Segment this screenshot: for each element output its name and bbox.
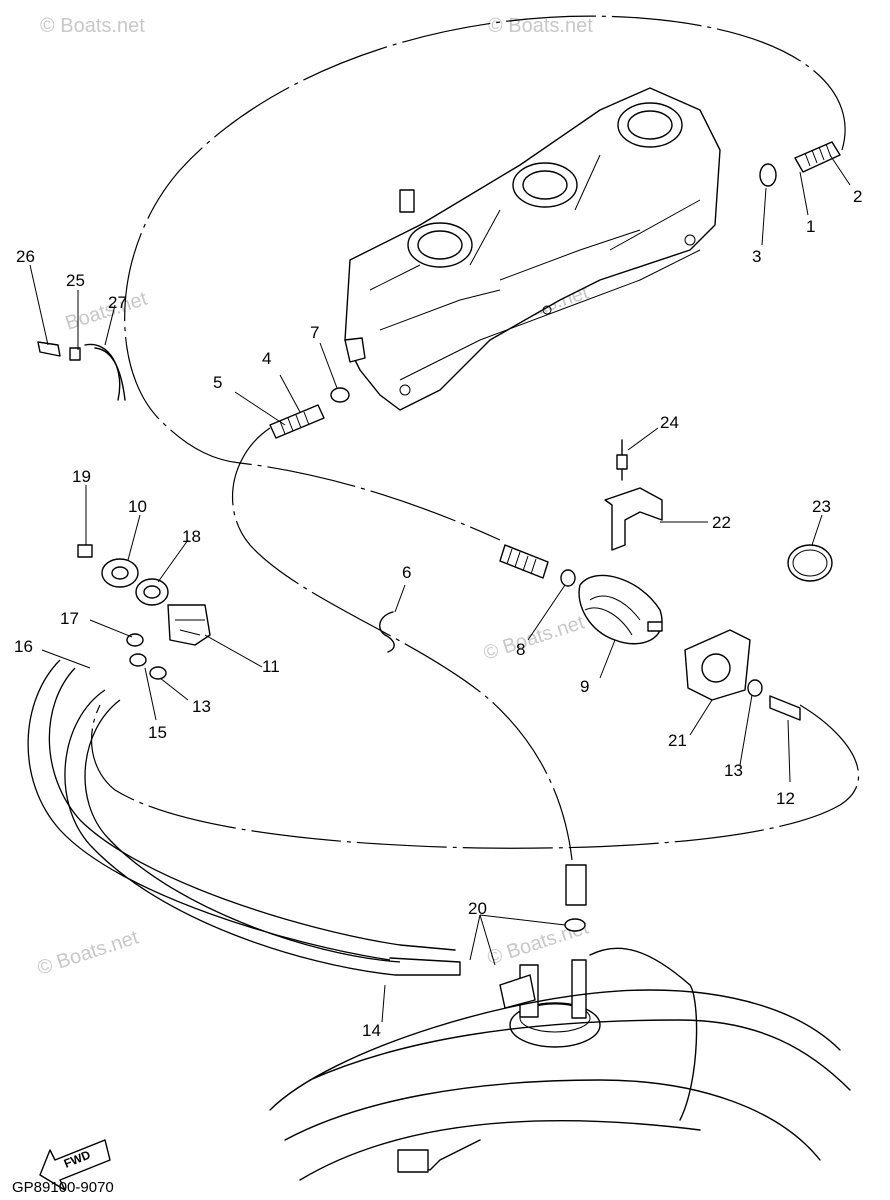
callout-26: 26: [16, 247, 35, 266]
fuel-tank: [269, 864, 851, 1181]
return-hose-loop: [90, 704, 860, 849]
callout-8: 8: [516, 640, 525, 659]
hose-14-inner: [84, 699, 401, 963]
hose-ends: [389, 944, 461, 976]
callout-7: 7: [310, 323, 319, 342]
long-hose-loop: [124, 15, 846, 541]
watermark: Boats.net: [63, 288, 151, 335]
watermark: © Boats.net: [40, 15, 145, 37]
callout-leaders: [29, 154, 851, 1023]
watermark: © Boats.net: [35, 926, 142, 979]
clamp-23: [787, 544, 833, 582]
callout-5: 5: [213, 373, 222, 392]
hose-fitting-4-5: [269, 387, 350, 439]
callout-17: 17: [60, 609, 79, 628]
callout-20: 20: [468, 899, 487, 918]
clip-6: [379, 611, 395, 653]
callout-6: 6: [402, 563, 411, 582]
callout-13-left: 13: [192, 697, 211, 716]
hose-14-outer: [64, 689, 396, 976]
callout-19: 19: [72, 467, 91, 486]
watermark: © Boats.net: [481, 611, 588, 664]
callout-11: 11: [262, 657, 280, 676]
bracket-22: [604, 439, 663, 551]
clip-25-26-27: [37, 341, 126, 401]
center-hose: [231, 427, 573, 861]
callout-21: 21: [668, 731, 687, 750]
callout-15: 15: [148, 723, 167, 742]
hose-16-outer: [27, 659, 391, 961]
callout-10: 10: [128, 497, 147, 516]
callout-18: 18: [182, 527, 201, 546]
watermarks: © Boats.net © Boats.net Boats.net © Boat…: [35, 15, 593, 980]
callout-4: 4: [262, 349, 271, 368]
fuel-filter: [499, 544, 663, 645]
callout-numbers: 1 2 3 4 5 6 7 8 9 10 11 12 13 13 14 15 1…: [14, 187, 862, 1040]
callout-1: 1: [806, 217, 815, 236]
callout-12: 12: [776, 789, 795, 808]
callout-23: 23: [812, 497, 831, 516]
hose-fitting-1-2: [759, 141, 841, 187]
callout-9: 9: [580, 677, 589, 696]
callout-13-right: 13: [724, 761, 743, 780]
drawing-code: GP89100-9070: [12, 1179, 114, 1196]
callout-14: 14: [362, 1021, 381, 1040]
callout-3: 3: [752, 247, 761, 266]
callout-25: 25: [66, 271, 85, 290]
callout-2: 2: [853, 187, 862, 206]
carburetor-assembly: [344, 87, 721, 411]
hose-16-inner: [48, 667, 401, 946]
callout-27: 27: [108, 293, 127, 312]
callout-24: 24: [660, 413, 679, 432]
filter-holder-21: [684, 629, 801, 721]
callout-22: 22: [712, 513, 731, 532]
callout-16: 16: [14, 637, 33, 656]
fuel-cock-assembly: [77, 544, 211, 680]
